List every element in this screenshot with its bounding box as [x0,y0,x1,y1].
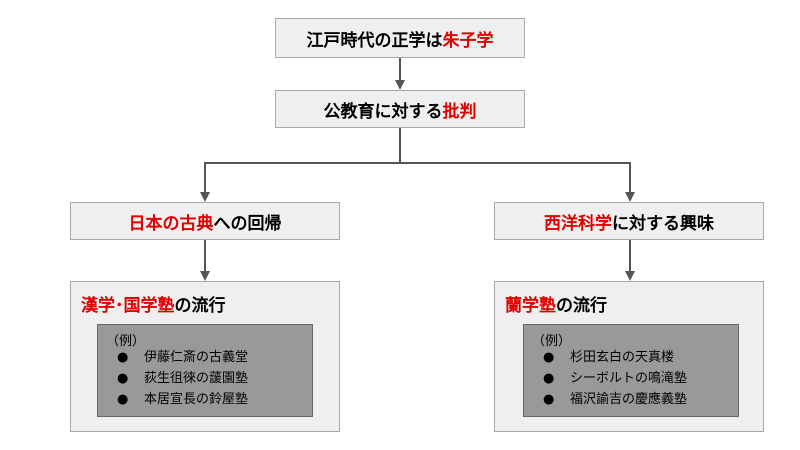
list-item: ●荻生徂徠の蘐園塾 [98,368,248,389]
bullet-icon: ● [543,350,555,365]
node-left-highlight: 日本の古典 [128,213,214,234]
node-top-highlight: 朱子学 [442,30,494,51]
bullet-icon: ● [543,392,555,407]
node-critique-text: 公教育に対する [323,101,443,122]
right-example-list: ●杉田玄白の天真楼 ●シーボルトの鳴滝塾 ●福沢諭吉の慶應義塾 [524,347,687,410]
node-right-highlight: 西洋科学 [544,213,612,234]
list-item: ●本居宣長の鈴屋塾 [98,389,248,410]
left-panel-title: 漢学･国学塾の流行 [81,296,226,316]
node-critique-highlight: 批判 [442,101,477,122]
left-example-box: （例） ●伊藤仁斎の古義堂 ●荻生徂徠の蘐園塾 ●本居宣長の鈴屋塾 [97,324,313,417]
list-item: ●伊藤仁斎の古義堂 [98,347,248,368]
list-item: ●シーボルトの鳴滝塾 [524,368,687,389]
bullet-icon: ● [117,371,129,386]
left-example-list: ●伊藤仁斎の古義堂 ●荻生徂徠の蘐園塾 ●本居宣長の鈴屋塾 [98,347,248,410]
bullet-icon: ● [117,392,129,407]
node-right: 西洋科学に対する興味 [494,202,764,240]
bullet-icon: ● [543,371,555,386]
branch-connector [204,127,401,200]
left-panel: 漢学･国学塾の流行 （例） ●伊藤仁斎の古義堂 ●荻生徂徠の蘐園塾 ●本居宣長の… [70,281,340,432]
node-left: 日本の古典への回帰 [70,202,340,240]
list-item: ●福沢諭吉の慶應義塾 [524,389,687,410]
node-critique: 公教育に対する批判 [275,90,525,128]
example-label: （例） [532,334,572,349]
right-panel: 蘭学塾の流行 （例） ●杉田玄白の天真楼 ●シーボルトの鳴滝塾 ●福沢諭吉の慶應… [494,281,764,432]
example-label: （例） [106,334,146,349]
node-top-text: 江戸時代の正学は [306,30,443,51]
bullet-icon: ● [117,350,129,365]
right-example-box: （例） ●杉田玄白の天真楼 ●シーボルトの鳴滝塾 ●福沢諭吉の慶應義塾 [523,324,739,417]
right-panel-title: 蘭学塾の流行 [505,296,607,316]
list-item: ●杉田玄白の天真楼 [524,347,687,368]
node-right-text: に対する興味 [612,213,714,234]
node-top: 江戸時代の正学は朱子学 [275,18,525,58]
node-left-text: への回帰 [213,213,282,234]
